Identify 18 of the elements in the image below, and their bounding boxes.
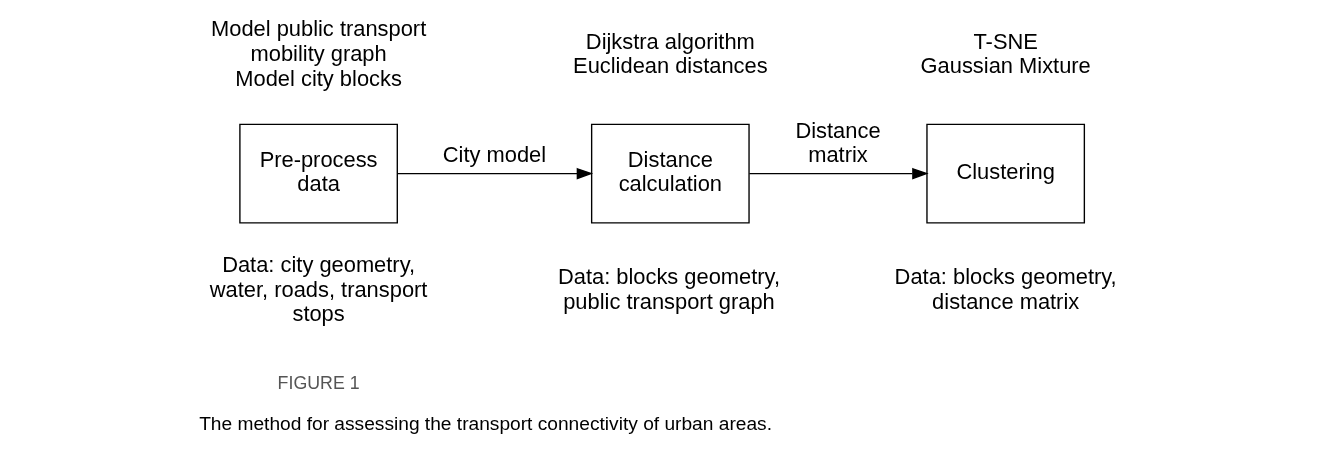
edge-label: City model [442, 142, 547, 168]
caption: The method for assessing the transport connectivity of urban areas. [199, 412, 773, 434]
node-box: Distance calculation [590, 123, 750, 224]
node-label: Model city blocks [235, 65, 402, 91]
node-label: Data: blocks geometry, distance matrix [894, 264, 1117, 314]
node-box: Pre-process data [239, 123, 398, 224]
arrow [396, 167, 594, 180]
node-label: Data: blocks geometry, public transport graph [557, 264, 781, 314]
arrow [748, 167, 929, 180]
node-label: Model public transport mobility graph [210, 16, 427, 67]
label: FIGURE 1 [277, 373, 360, 394]
node-label: Euclidean distances [573, 53, 768, 79]
node-label: T-SNE [973, 28, 1038, 54]
node-label: Gaussian Mixture [920, 53, 1091, 79]
edge-label: Distance matrix [795, 117, 881, 168]
node-label: Dijkstra algorithm [585, 28, 755, 54]
node-label: Data: city geometry, water, roads, transport stops [209, 251, 428, 327]
node-box: Clustering [926, 123, 1086, 224]
